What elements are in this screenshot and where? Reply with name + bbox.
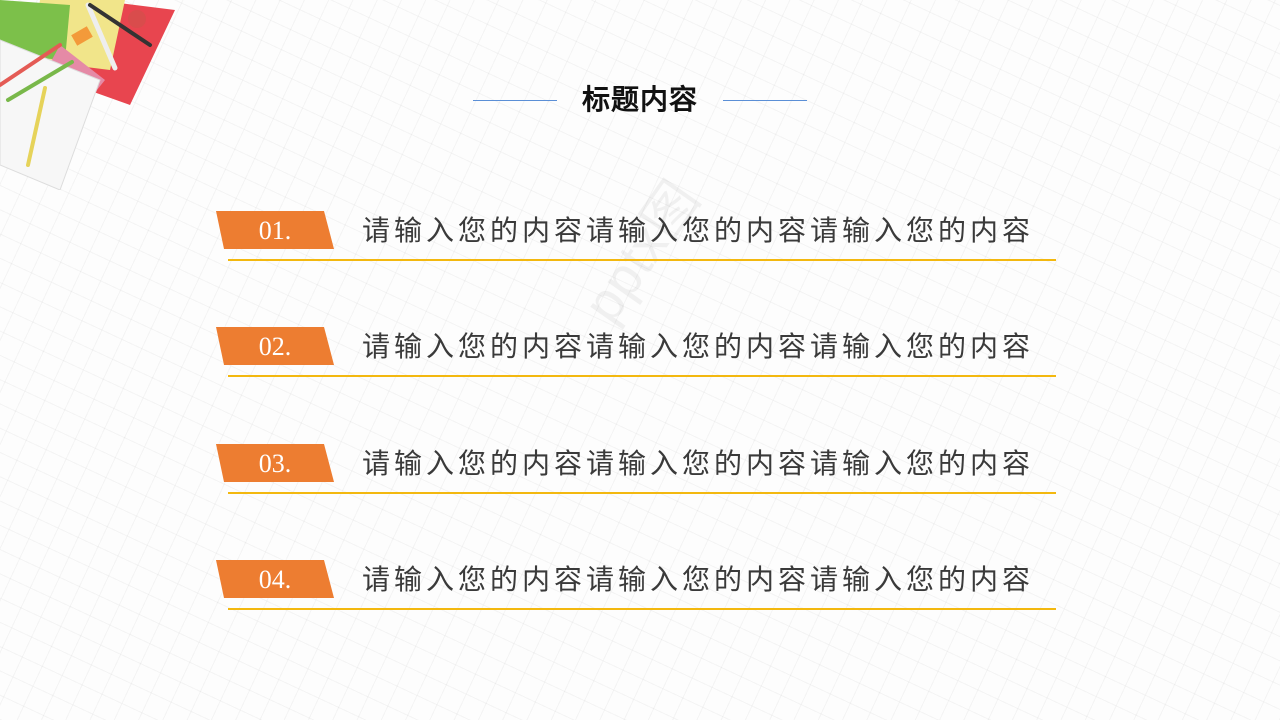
number-badge: 03. (216, 444, 334, 482)
badge-number: 01. (258, 216, 292, 245)
list-item: 03. 请输入您的内容请输入您的内容请输入您的内容 (214, 444, 1074, 504)
number-badge: 01. (216, 211, 334, 249)
number-badge: 04. (216, 560, 334, 598)
item-text: 请输入您的内容请输入您的内容请输入您的内容 (362, 214, 1035, 247)
item-text: 请输入您的内容请输入您的内容请输入您的内容 (362, 330, 1035, 363)
item-underline (228, 375, 1056, 377)
item-underline (228, 259, 1056, 261)
badge-number: 03. (258, 449, 292, 478)
badge-number: 02. (258, 332, 292, 361)
stationery-decoration (0, 0, 180, 190)
item-text: 请输入您的内容请输入您的内容请输入您的内容 (362, 563, 1035, 596)
badge-number: 04. (258, 565, 292, 594)
number-badge: 02. (216, 327, 334, 365)
slide-title: 标题内容 (581, 83, 698, 116)
item-underline (228, 608, 1056, 610)
title-line-left (473, 100, 557, 101)
list-item: 02. 请输入您的内容请输入您的内容请输入您的内容 (214, 327, 1074, 387)
list-item: 01. 请输入您的内容请输入您的内容请输入您的内容 (214, 211, 1074, 271)
title-line-right (723, 100, 807, 101)
item-underline (228, 492, 1056, 494)
list-item: 04. 请输入您的内容请输入您的内容请输入您的内容 (214, 560, 1074, 620)
title-block: 标题内容 (0, 82, 1280, 118)
item-text: 请输入您的内容请输入您的内容请输入您的内容 (362, 447, 1035, 480)
stationery-illustration-icon (0, 0, 175, 190)
